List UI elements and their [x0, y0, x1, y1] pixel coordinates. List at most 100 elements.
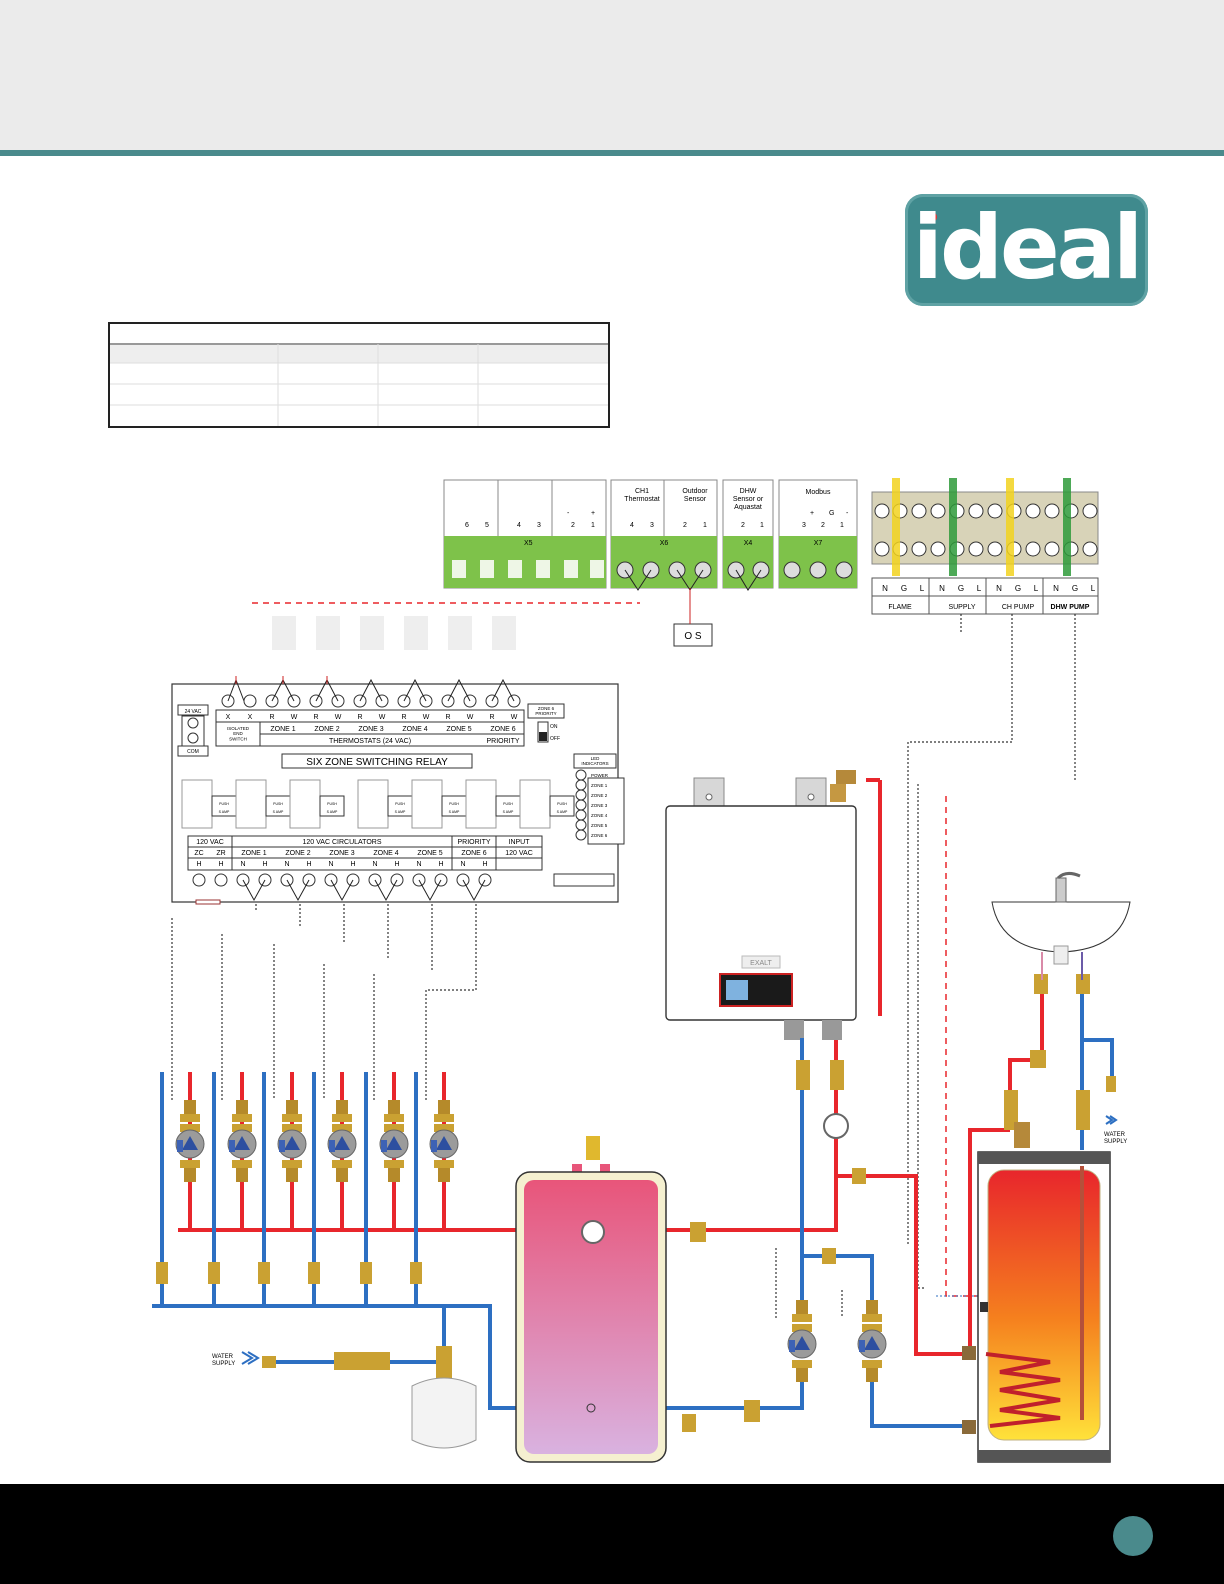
- relay-hn-7: N: [328, 861, 333, 868]
- x5-pin-4: 4: [517, 522, 521, 529]
- relay-zone-1: ZONE 1: [270, 726, 295, 733]
- relay-hn-14: H: [482, 861, 487, 868]
- page-number-badge: [1113, 1516, 1153, 1556]
- expansion-tank: [411, 1362, 477, 1449]
- outdoor-sensor: O S: [673, 588, 713, 647]
- relay-com: COM: [187, 749, 199, 755]
- relay-zone-5: ZONE 5: [446, 726, 471, 733]
- buffer-temp-gauge: [581, 1220, 605, 1244]
- dhw-sensor-wire: [945, 796, 978, 1297]
- relay-bottom-120vac: 120 VAC: [196, 839, 224, 846]
- relay-term-r3: R: [357, 714, 362, 721]
- x5-pin-5: 5: [485, 522, 489, 529]
- pwr-group-dhw-pump: DHW PUMP: [1051, 604, 1090, 611]
- x5-pin-6: 6: [465, 522, 469, 529]
- relay-hn-8: H: [350, 861, 355, 868]
- relay-bottom-zone-1: ZONE 1: [241, 850, 266, 857]
- spec-table: [108, 322, 610, 428]
- x6-pin-3: 3: [650, 522, 654, 529]
- relay-hn-1: H: [196, 861, 201, 868]
- terminal-strip-x7: Modbus + G - 3 2 1 X7: [778, 479, 858, 589]
- relay-hn-3: N: [240, 861, 245, 868]
- relay-hn-4: H: [262, 861, 267, 868]
- pwr-term-n4: N: [1053, 584, 1059, 593]
- boiler-model-label: EXALT: [750, 960, 772, 967]
- relay-term-w2: W: [335, 714, 342, 721]
- led-zone-4: ZONE 4: [591, 813, 608, 818]
- relay-bottom-zone-5: ZONE 5: [417, 850, 442, 857]
- relay-bottom-zone-6: ZONE 6: [461, 850, 486, 857]
- pwr-term-g4: G: [1072, 584, 1078, 593]
- relay-hn-5: N: [284, 861, 289, 868]
- x5-label: X5: [524, 540, 533, 547]
- relay-hn-10: H: [394, 861, 399, 868]
- relay-bottom-zone-2: ZONE 2: [285, 850, 310, 857]
- relay-hn-9: N: [372, 861, 377, 868]
- pwr-term-g2: G: [958, 584, 964, 593]
- pwr-term-n2: N: [939, 584, 945, 593]
- x7-pin-3: 3: [802, 522, 806, 529]
- x4-label: X4: [744, 540, 753, 547]
- relay-bottom-input: INPUT: [509, 839, 531, 846]
- relay-term-w3: W: [379, 714, 386, 721]
- pwr-term-g1: G: [901, 584, 907, 593]
- sink: [991, 871, 1131, 980]
- outdoor-sensor-label: O S: [684, 631, 702, 642]
- relay-switch-on: ON: [550, 724, 558, 730]
- relay-bottom-circulators: 120 VAC CIRCULATORS: [303, 839, 382, 846]
- relay-term-w6: W: [511, 714, 518, 721]
- led-zone-5: ZONE 5: [591, 823, 608, 828]
- spec-table-header: [110, 324, 608, 344]
- relay-zr: ZR: [216, 850, 225, 857]
- x6-pin-2: 2: [683, 522, 687, 529]
- pwr-group-supply: SUPPLY: [948, 604, 975, 611]
- relay-term-r6: R: [489, 714, 494, 721]
- thermostat-icons: [272, 616, 516, 650]
- relay-hn-6: H: [306, 861, 311, 868]
- logo-text: ideal: [912, 196, 1143, 299]
- relay-term-w5: W: [467, 714, 474, 721]
- relay-hn-2: H: [218, 861, 223, 868]
- relay-term-w1: W: [291, 714, 298, 721]
- led-zone-3: ZONE 3: [591, 803, 608, 808]
- relay-modules: [181, 779, 575, 829]
- x7-modbus: Modbus: [806, 489, 831, 496]
- pwr-term-l4: L: [1091, 584, 1096, 593]
- pwr-group-flame: FLAME: [888, 604, 912, 611]
- led-zone-1: ZONE 1: [591, 783, 608, 788]
- relay-priority-label: PRIORITY: [486, 738, 519, 745]
- spec-table-grid: [110, 324, 608, 426]
- pwr-term-n3: N: [996, 584, 1002, 593]
- pwr-term-l2: L: [977, 584, 982, 593]
- relay-thermostats-label: THERMOSTATS (24 VAC): [329, 738, 411, 745]
- relay-term-x2: X: [248, 714, 253, 721]
- return-valves: [156, 974, 1116, 1432]
- terminal-strip-x5: 6 5 4 3 2 1 - + X5: [443, 479, 607, 589]
- x7-pin-2: 2: [821, 522, 825, 529]
- relay-hn-11: N: [416, 861, 421, 868]
- dhw-tank: [962, 1122, 1111, 1463]
- x7-pin-1: 1: [840, 522, 844, 529]
- footer-band: [0, 1484, 1224, 1584]
- x7-label: X7: [814, 540, 823, 547]
- boiler-relief-valve: [830, 770, 882, 1016]
- x4-pin-2: 2: [741, 522, 745, 529]
- logo-dot: [927, 212, 937, 222]
- relay-hn-13: N: [460, 861, 465, 868]
- buffer-tank: [515, 1136, 667, 1463]
- relay-input-120vac: 120 VAC: [505, 850, 533, 857]
